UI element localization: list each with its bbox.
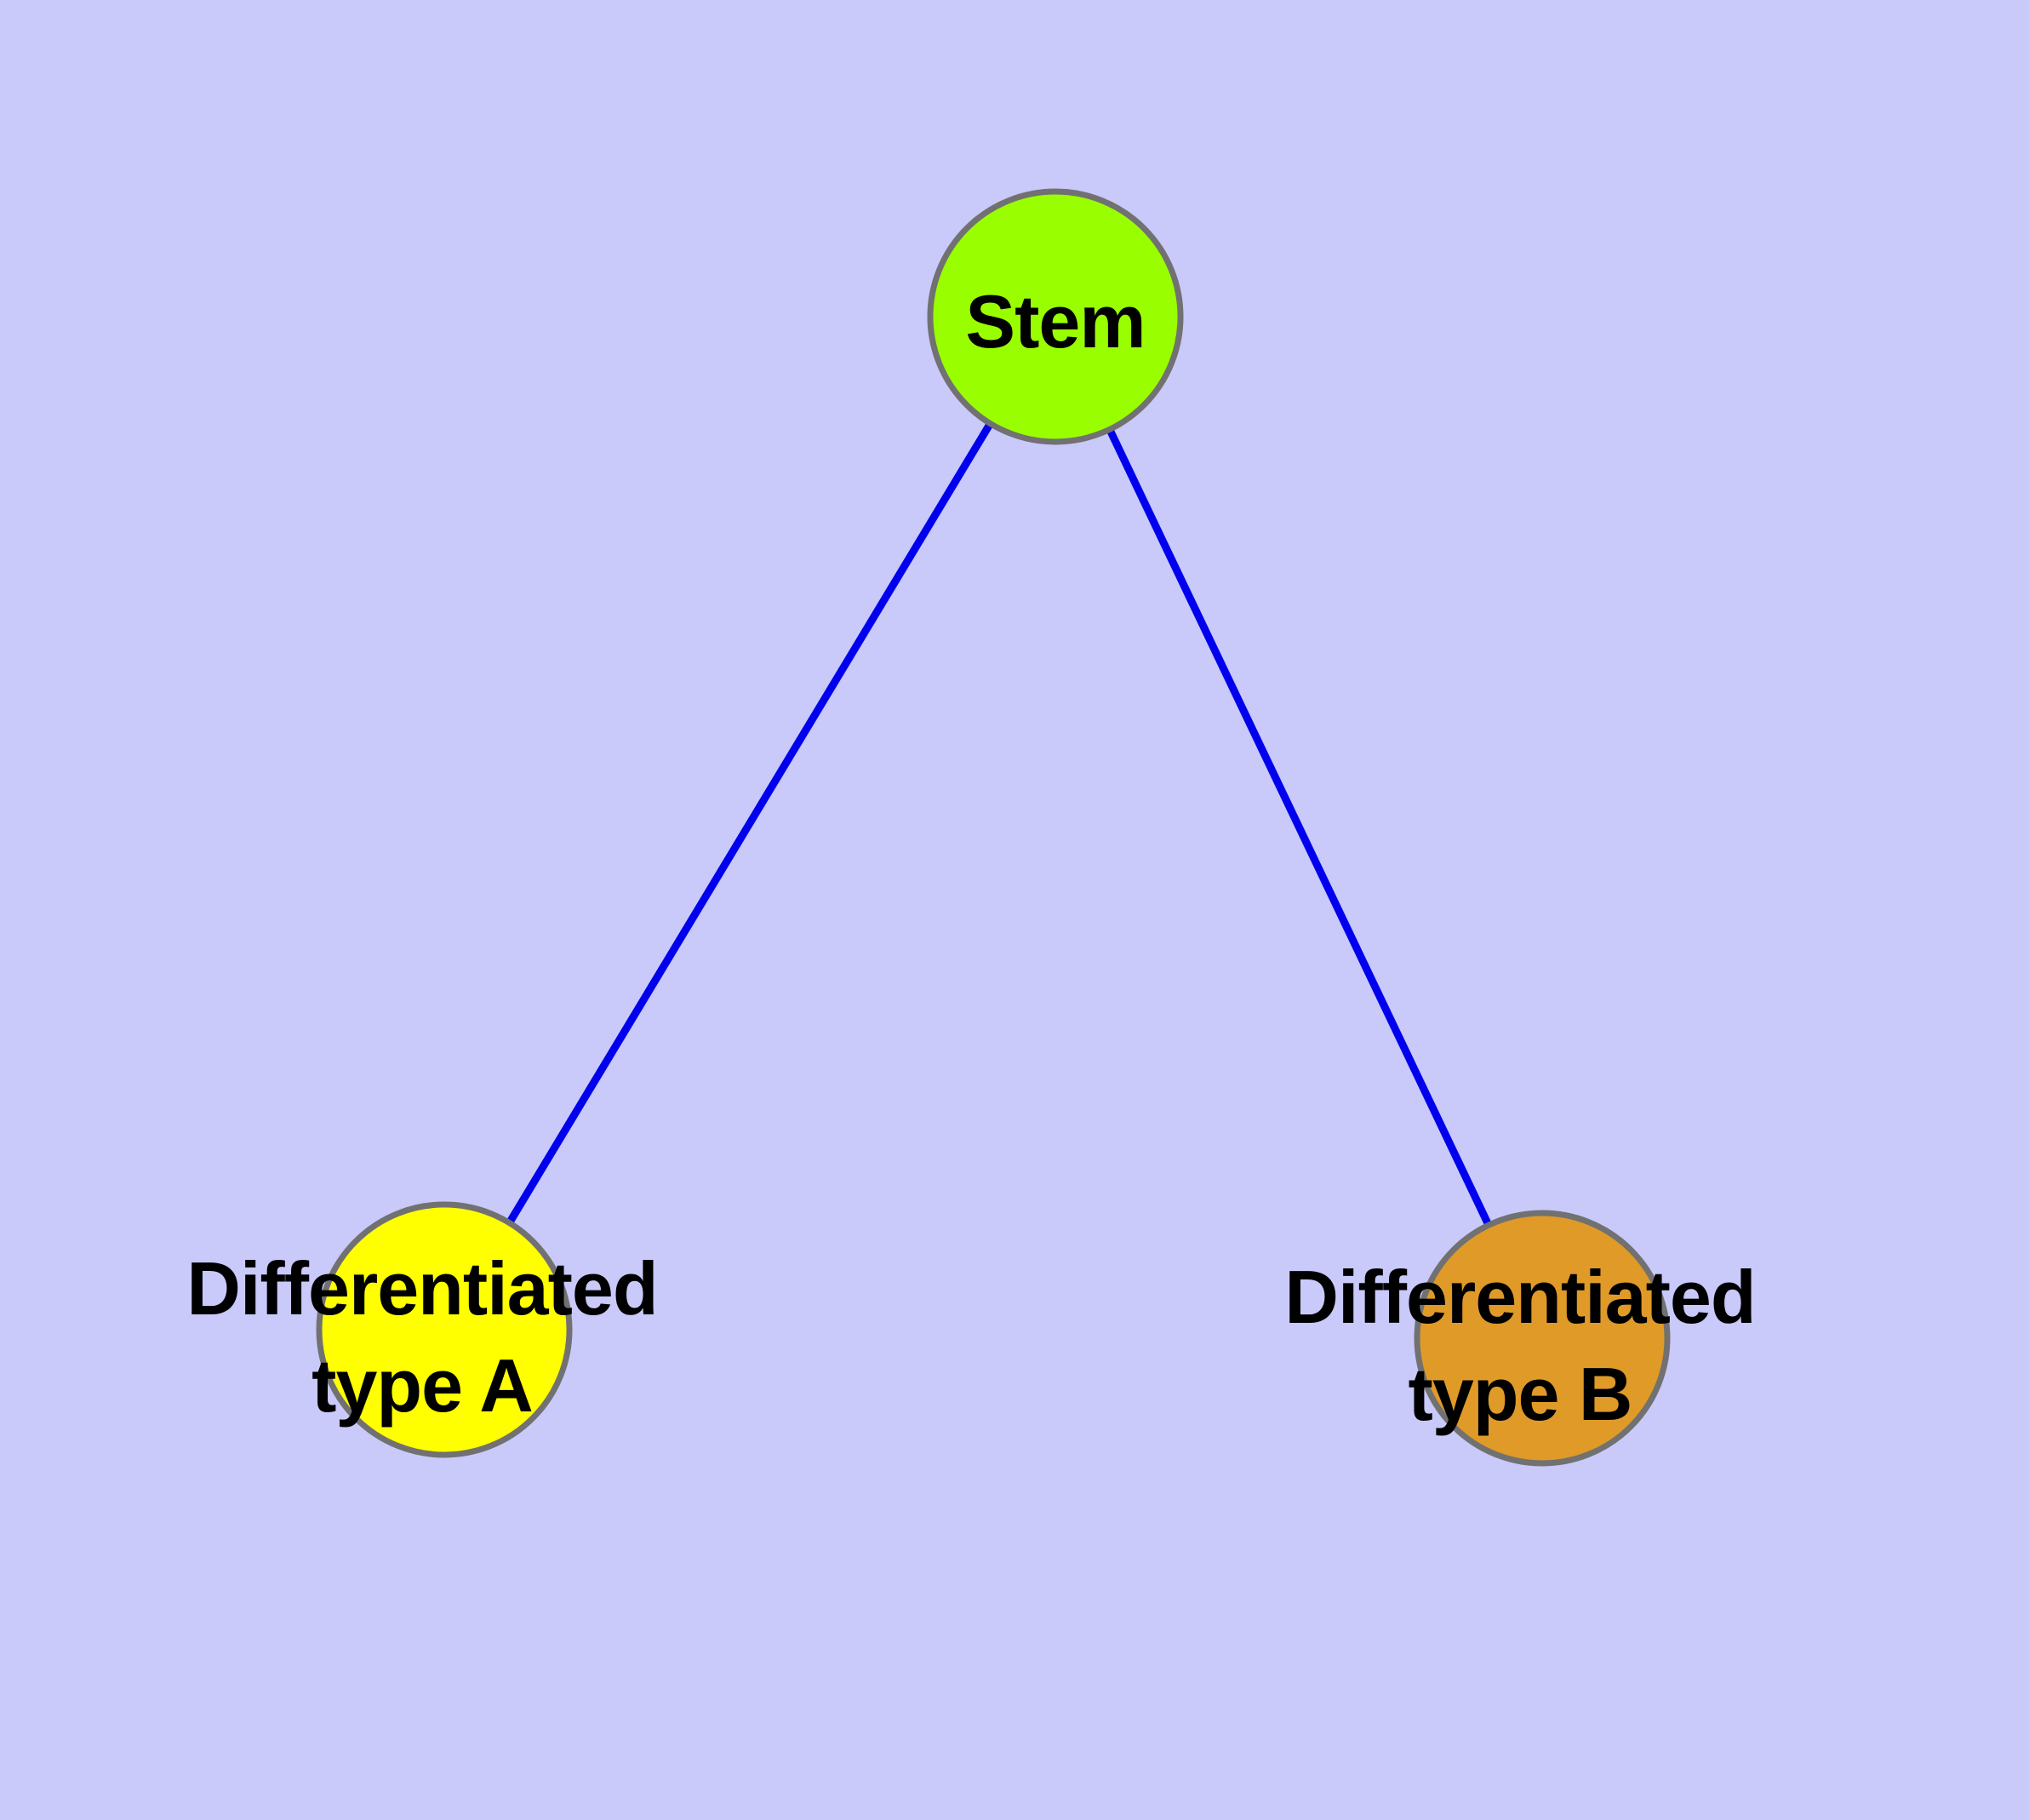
node-type-a-circle — [316, 1201, 573, 1458]
node-type-a-label-line2: type A — [311, 1343, 533, 1428]
node-type-a-label-line1: Differentiated — [186, 1246, 657, 1331]
node-type-b: Differentiated type B — [1284, 1210, 1757, 1467]
node-stem: Stem — [927, 188, 1184, 445]
edge-stem-to-type-b — [1106, 430, 1492, 1225]
edge-stem-to-type-a — [507, 423, 992, 1223]
node-type-b-label-line1: Differentiated — [1284, 1255, 1755, 1339]
node-stem-circle — [927, 188, 1184, 445]
node-type-b-circle — [1414, 1210, 1671, 1467]
node-type-b-label-line2: type B — [1409, 1352, 1632, 1436]
node-type-a: Differentiated type A — [186, 1201, 659, 1458]
node-stem-label: Stem — [965, 279, 1145, 363]
